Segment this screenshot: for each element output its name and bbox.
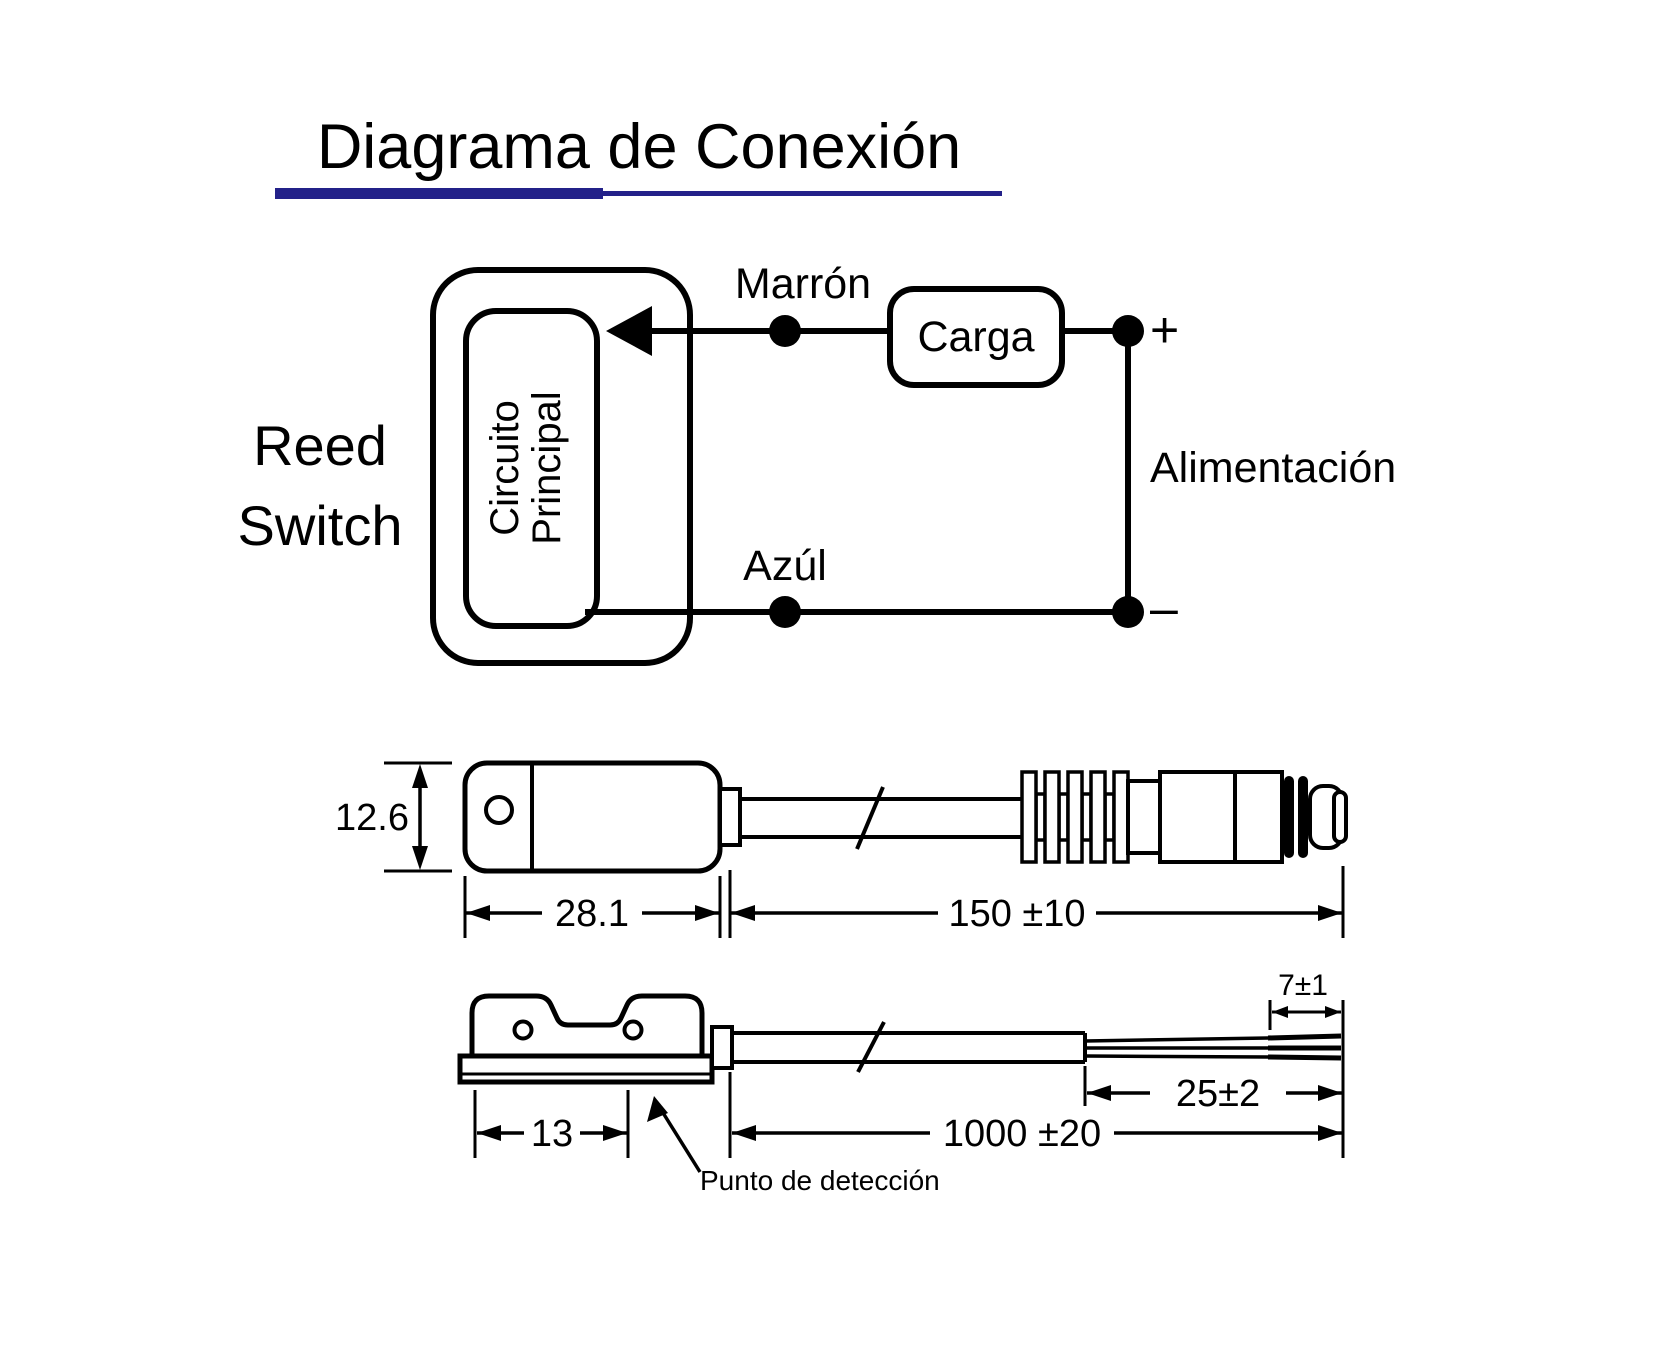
dimension-cable-connector: 150 ±10 [728,866,1345,938]
bottom-wire-junction-dot [769,596,801,628]
load-label: Carga [917,313,1034,361]
sensor-body [462,760,723,874]
rib [1043,770,1061,864]
circuit-box [463,308,600,629]
arrowhead-left-icon [1272,1006,1288,1018]
cable-break-mark [855,786,885,850]
negative-terminal-dot [1112,596,1144,628]
arrowhead-left-icon [477,1125,501,1141]
top-wire-label: Marrón [735,260,871,308]
sensor-mount-hole [484,795,514,825]
rib [1089,770,1107,864]
top-wire-junction-dot [769,315,801,347]
dimension-value: 150 ±10 [948,893,1085,935]
arrowhead-right-icon [603,1125,627,1141]
lead-wires [1084,1033,1342,1061]
connector-neck [1126,779,1162,855]
o-ring [1284,776,1294,858]
negative-terminal-label: – [1150,580,1178,636]
circuit-label-line1: Circuito [483,400,527,536]
supply-label: Alimentación [1150,444,1396,492]
o-ring [1298,776,1308,858]
connector-tip-cap [1332,790,1348,844]
title-underline-thin [603,191,1002,196]
dimension-magnet-length: 13 [473,1090,630,1158]
arrowhead-right-icon [1318,1125,1342,1141]
reed-switch-outline [430,267,693,666]
rib [1020,770,1038,864]
circuit-label-line2: Principal [525,391,569,544]
strain-relief-ribs [1020,770,1130,864]
wire-arrowhead-icon [606,306,652,356]
arrowhead-left-icon [466,905,490,921]
cable-stub [710,1025,734,1070]
arrowhead-up-icon [412,764,428,788]
wiring-diagram: Reed Switch Circuito Principal Marrón Ca… [238,260,1396,666]
cable-stub [718,787,742,847]
dimension-value: 28.1 [555,893,629,935]
page-title: Diagrama de Conexión [317,112,961,182]
bracket-body [469,993,705,1059]
bracket-hole-right [622,1019,644,1041]
cable-break-mark [856,1021,886,1073]
front-view-drawing: 7±1 25±2 13 [457,969,1345,1196]
arrowhead-right-icon [1318,905,1342,921]
connector-barrel [1158,770,1237,864]
dimension-sensor-length: 28.1 [463,876,722,938]
dimension-cable-wires: 1000 ±20 [728,1072,1342,1158]
arrowhead-left-icon [731,905,755,921]
detection-point-label: Punto de detección [700,1165,940,1196]
dimension-value: 13 [531,1113,573,1155]
arrowhead-left-icon [1087,1085,1111,1101]
bare-wire-tip [1267,1033,1342,1041]
dimension-strip-length: 25±2 [1083,1066,1342,1115]
dimension-value: 7±1 [1278,969,1328,1002]
lead-wire [1084,1054,1269,1059]
bracket-base-plate [457,1053,715,1085]
arrowhead-left-icon [732,1125,756,1141]
lead-wire [1084,1036,1269,1043]
rib [1112,770,1130,864]
bracket-hole-left [512,1019,534,1041]
load-box [887,286,1065,388]
detection-point-callout: Punto de detección [647,1096,940,1196]
connector-collar [1233,770,1284,864]
rib [1066,770,1084,864]
title-underline-thick [275,188,603,199]
bare-wire-tip [1267,1054,1342,1061]
arrowhead-right-icon [1325,1006,1341,1018]
reed-switch-label-line2: Switch [238,494,403,557]
arrowhead-right-icon [1318,1085,1342,1101]
callout-leader-line [658,1107,702,1173]
dimension-wire-tip: 7±1 [1268,969,1341,1030]
connector-body [1126,770,1348,864]
positive-terminal-label: + [1150,302,1179,358]
reed-switch-label-line1: Reed [253,414,387,477]
dimension-value: 12.6 [335,797,409,839]
dimension-sensor-height: 12.6 [335,761,452,873]
arrowhead-right-icon [695,905,719,921]
callout-arrowhead-icon [647,1096,668,1122]
arrowhead-down-icon [412,846,428,870]
side-view-drawing: 12.6 28.1 150 ±10 [335,760,1348,938]
bottom-wire-label: Azúl [743,542,827,590]
dimension-value: 25±2 [1176,1073,1260,1115]
dimension-value: 1000 ±20 [943,1113,1101,1155]
title-block: Diagrama de Conexión [275,112,1002,199]
